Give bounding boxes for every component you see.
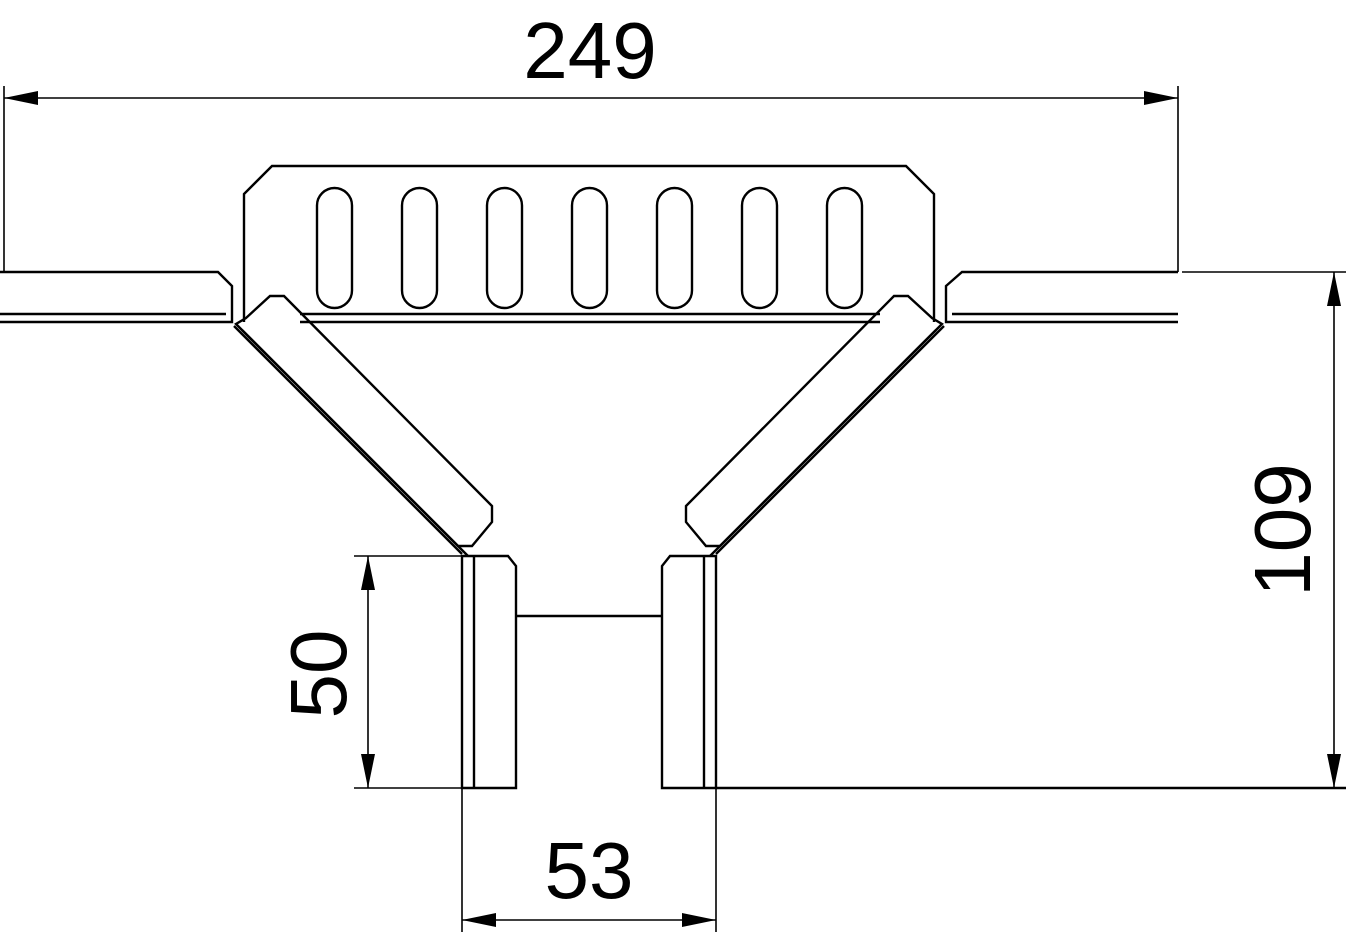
left-outlet-wall	[460, 554, 518, 790]
arrow-up-icon	[361, 556, 375, 590]
right-diagonal-strut	[684, 294, 944, 548]
left-diagonal-inner-edge	[233, 325, 463, 555]
left-diagonal-strut	[234, 294, 494, 548]
slot-2	[400, 186, 439, 310]
right-arm	[944, 270, 1178, 324]
slot-7	[825, 186, 864, 310]
dimension-label-50: 50	[274, 630, 363, 719]
arrow-left-icon	[4, 91, 38, 105]
slot-4	[570, 186, 609, 310]
arrow-up-icon	[1327, 272, 1341, 306]
left-arm	[0, 270, 234, 324]
left-diagonal-inner-edge-2	[241, 329, 469, 557]
dimension-label-109: 109	[1238, 463, 1327, 596]
right-outlet-wall	[660, 554, 718, 790]
arrow-right-icon	[1144, 91, 1178, 105]
dimension-label-53: 53	[545, 826, 634, 915]
dimension-overall-height: 109	[1182, 271, 1346, 788]
arrow-left-icon	[462, 913, 496, 927]
slot-6	[740, 186, 779, 310]
slot-5	[655, 186, 694, 310]
ventilation-slots	[315, 186, 864, 310]
arrow-right-icon	[682, 913, 716, 927]
fitting-outline	[0, 164, 1346, 790]
dimension-label-249: 249	[523, 6, 656, 95]
dimension-outlet-height: 50	[274, 555, 462, 789]
dimension-outlet-width: 53	[461, 788, 717, 932]
arrow-down-icon	[1327, 754, 1341, 788]
top-plate	[242, 164, 936, 322]
slot-1	[315, 186, 354, 310]
right-diagonal-inner-edge	[715, 325, 945, 555]
arrow-down-icon	[361, 754, 375, 788]
dimension-overall-width: 249	[3, 6, 1179, 272]
slot-3	[485, 186, 524, 310]
right-diagonal-inner-edge-2	[709, 329, 937, 557]
